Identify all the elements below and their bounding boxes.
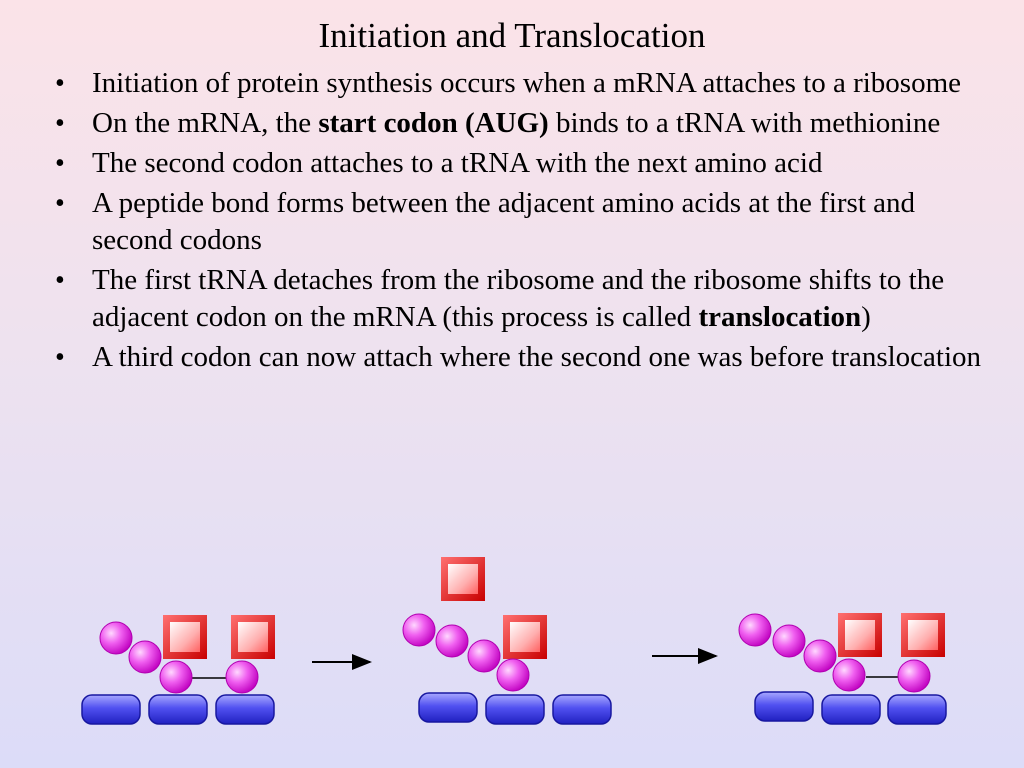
amino-acid <box>467 639 501 673</box>
trna-square <box>503 615 547 659</box>
amino-acid <box>772 624 806 658</box>
stage-3 <box>738 613 947 725</box>
bullet-text: The second codon attaches to a tRNA with… <box>92 147 823 179</box>
amino-acid <box>128 640 162 674</box>
mrna-codon <box>887 694 947 725</box>
bullet-text: On the mRNA, the <box>92 107 319 139</box>
bullet-text: Initiation of protein synthesis occurs w… <box>92 67 962 99</box>
stage-1 <box>81 615 275 725</box>
bullet-text: ) <box>861 301 871 333</box>
bullet-dot: • <box>55 68 65 99</box>
amino-acid <box>832 658 866 692</box>
bullet-dot: • <box>55 188 65 219</box>
trna-square <box>163 615 207 659</box>
bullet-dot: • <box>55 108 65 139</box>
bullet-list: • Initiation of protein synthesis occurs… <box>52 65 982 379</box>
amino-acid <box>99 621 133 655</box>
slide-title: Initiation and Translocation <box>318 16 706 55</box>
bullet-text: The first tRNA detaches from the ribosom… <box>92 264 945 333</box>
bullet-item: • The second codon attaches to a tRNA wi… <box>52 145 982 182</box>
amino-acid <box>738 613 772 647</box>
amino-acid <box>803 639 837 673</box>
mrna-codon <box>215 694 275 725</box>
amino-acid <box>897 659 931 693</box>
bullet-item: • A third codon can now attach where the… <box>52 339 982 376</box>
trna-square <box>838 613 882 657</box>
translocation-diagram <box>81 557 947 725</box>
bullet-item: • On the mRNA, the start codon (AUG) bin… <box>52 105 982 142</box>
bullet-bold-text: start codon (AUG) <box>318 107 549 139</box>
amino-acid <box>402 613 436 647</box>
trna-square <box>231 615 275 659</box>
trna-square <box>901 613 945 657</box>
bullet-text: A peptide bond forms between the adjacen… <box>92 187 916 256</box>
mrna-codon <box>754 691 814 722</box>
bullet-item: • A peptide bond forms between the adjac… <box>52 185 982 259</box>
bullet-bold-text: translocation <box>698 301 862 333</box>
bullet-dot: • <box>55 148 65 179</box>
bullet-item: • Initiation of protein synthesis occurs… <box>52 65 982 102</box>
mrna-codon <box>552 694 612 725</box>
bullet-dot: • <box>55 342 65 373</box>
mrna-codon <box>821 694 881 725</box>
bullet-text: binds to a tRNA with methionine <box>548 107 941 139</box>
mrna-codon <box>485 694 545 725</box>
bullet-dot: • <box>55 265 65 296</box>
mrna-codon <box>418 692 478 723</box>
stage-2 <box>402 557 612 725</box>
bullet-item: • The first tRNA detaches from the ribos… <box>52 262 982 336</box>
detached-trna-square <box>441 557 485 601</box>
amino-acid <box>159 660 193 694</box>
amino-acid <box>496 658 530 692</box>
mrna-codon <box>81 694 141 725</box>
amino-acid <box>225 660 259 694</box>
bullet-text: A third codon can now attach where the s… <box>92 341 982 373</box>
amino-acid <box>435 624 469 658</box>
mrna-codon <box>148 694 208 725</box>
